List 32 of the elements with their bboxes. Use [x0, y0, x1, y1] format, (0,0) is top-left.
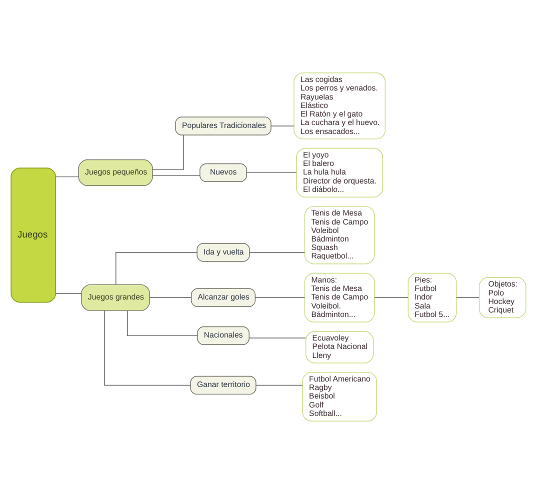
connector [152, 174, 200, 176]
connector [456, 296, 480, 298]
connector [55, 176, 79, 177]
node-box: Objetos: Polo Hockey Criquet [478, 276, 526, 318]
node-box: Juegos pequeños [78, 158, 153, 186]
node-box: Manos: Tenis de Mesa Tenis de Campo Voleibol. Bádminton... [304, 272, 375, 322]
node-box: Tenis de Mesa Tenis de Campo Voleibol Bádminton Squash Raquetbol... [304, 206, 375, 264]
node-box: El yoyo El balero La hula hula Director de orquesta. El diábolo... [296, 147, 384, 197]
connector [152, 134, 184, 170]
node-box: Las cogidas Los perros y venados. Rayuelas Elástico El Ratón y el gato La cuchara y el huevo. Los ensacados... [294, 72, 386, 139]
node-box: Alcanzar goles [190, 288, 256, 306]
node-box: Juegos grandes [81, 284, 150, 310]
connector [374, 296, 408, 298]
node-box: Ecuavoley Pelota Nacional Lleny [305, 330, 374, 363]
connector [150, 296, 192, 298]
connector [116, 252, 198, 284]
node-box: Futbol Americano Ragby Beisbol Golf Softball... [302, 371, 377, 421]
connector [249, 337, 306, 338]
node-box: Ganar territorio [190, 375, 256, 394]
connector [104, 310, 191, 386]
node-box: Nuevos [200, 162, 247, 182]
node-box: Juegos [10, 167, 56, 302]
node-box: Nacionales [197, 326, 250, 345]
connector [256, 384, 303, 386]
connector [270, 125, 294, 126]
connector [255, 296, 306, 298]
node-box: Ida y vuelta [196, 242, 250, 262]
node-box: Populares Tradicionales [175, 116, 272, 135]
connector [127, 310, 198, 336]
node-box: Pies: Futbol Indor Sala Futbol 5... [408, 272, 457, 322]
connector [246, 172, 297, 173]
connector [55, 292, 82, 294]
